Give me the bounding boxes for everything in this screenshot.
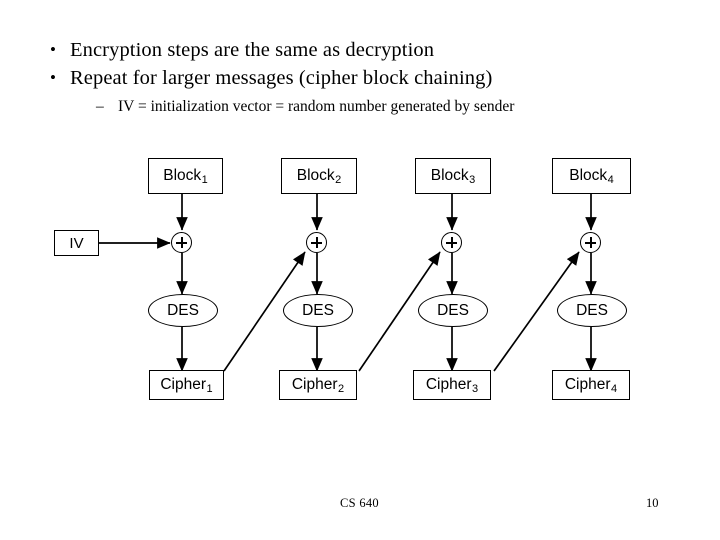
- xor-operator-3: [441, 232, 462, 253]
- block-subscript-4: 4: [607, 174, 614, 186]
- cipher-subscript-1: 1: [206, 383, 213, 395]
- bullet-marker: •: [50, 40, 57, 59]
- block-label-3: Block: [430, 167, 469, 184]
- des-label-1: DES: [167, 301, 199, 319]
- bullet-item-2: • Repeat for larger messages (cipher blo…: [44, 64, 684, 92]
- xor-operator-1: [171, 232, 192, 253]
- des-box-2: DES: [283, 294, 353, 327]
- des-box-4: DES: [557, 294, 627, 327]
- bullet-marker: –: [96, 98, 104, 115]
- block-label-1: Block: [163, 167, 202, 184]
- footer-page-number: 10: [646, 496, 659, 510]
- cipher-label-3: Cipher: [425, 376, 472, 393]
- bullet-list: • Encryption steps are the same as decry…: [44, 36, 684, 119]
- des-label-4: DES: [576, 301, 608, 319]
- block-label-4: Block: [569, 167, 608, 184]
- xor-operator-4: [580, 232, 601, 253]
- block-label-2: Block: [296, 167, 335, 184]
- bullet-item-1: • Encryption steps are the same as decry…: [44, 36, 684, 64]
- cipher-subscript-4: 4: [611, 383, 618, 395]
- bullet-text: IV = initialization vector = random numb…: [118, 98, 515, 115]
- iv-box: IV: [54, 230, 99, 256]
- bullet-item-3: – IV = initialization vector = random nu…: [44, 95, 684, 119]
- xor-operator-2: [306, 232, 327, 253]
- cipher-label-2: Cipher: [291, 376, 338, 393]
- cipher-label-1: Cipher: [160, 376, 207, 393]
- block-subscript-3: 3: [469, 174, 476, 186]
- block-subscript-2: 2: [335, 174, 342, 186]
- iv-label: IV: [69, 234, 84, 252]
- footer-course-label: CS 640: [340, 496, 379, 510]
- des-label-2: DES: [302, 301, 334, 319]
- bullet-text: Encryption steps are the same as decrypt…: [70, 39, 435, 61]
- des-box-3: DES: [418, 294, 488, 327]
- cipher-subscript-3: 3: [472, 383, 479, 395]
- bullet-marker: •: [50, 68, 57, 87]
- cipher-label-4: Cipher: [564, 376, 611, 393]
- block-subscript-1: 1: [201, 174, 208, 186]
- des-box-1: DES: [148, 294, 218, 327]
- cipher-subscript-2: 2: [338, 383, 345, 395]
- bullet-text: Repeat for larger messages (cipher block…: [70, 67, 493, 89]
- des-label-3: DES: [437, 301, 469, 319]
